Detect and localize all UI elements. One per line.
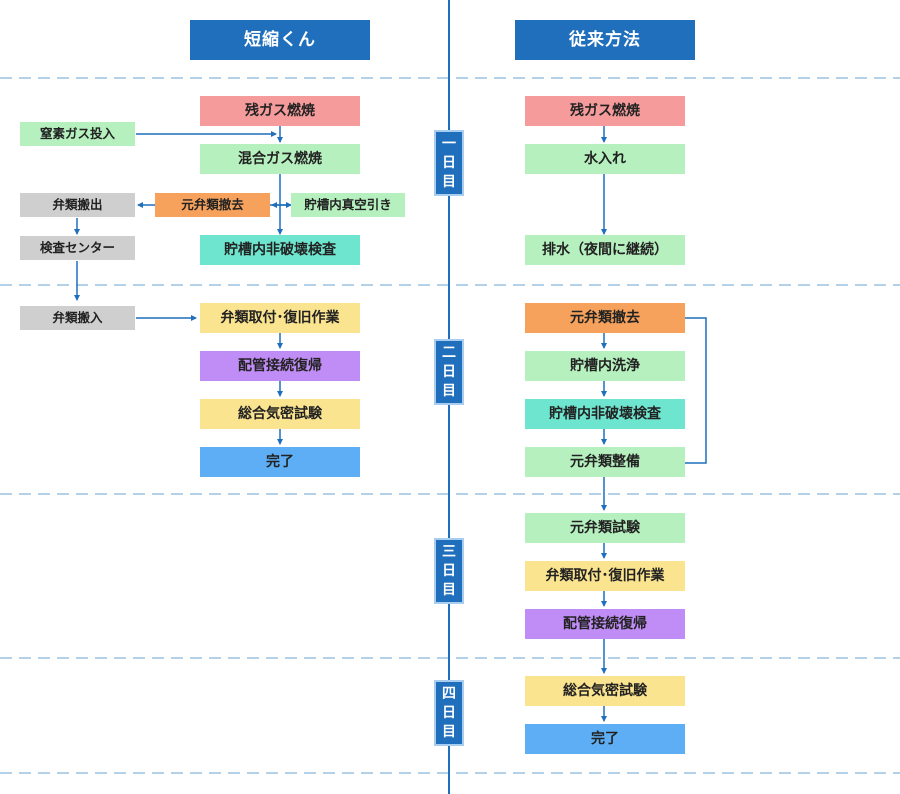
header-shortened-method: 短縮くん (190, 20, 370, 60)
left-valve-install: 弁類取付･復旧作業 (200, 303, 360, 333)
right-leak-test: 総合気密試験 (525, 676, 685, 706)
day-badge-1: 一日目 (434, 130, 464, 196)
left-residual-gas-burn: 残ガス燃焼 (200, 96, 360, 126)
right-complete: 完了 (525, 724, 685, 754)
right-valve-test: 元弁類試験 (525, 513, 685, 543)
right-drain: 排水（夜間に継続） (525, 235, 685, 265)
flow-arrows (74, 126, 607, 722)
right-residual-gas-burn: 残ガス燃焼 (525, 96, 685, 126)
left-nitrogen-input: 窒素ガス投入 (20, 122, 135, 146)
left-valve-carry-in: 弁類搬入 (20, 306, 135, 330)
right-piping-reconnect: 配管接続復帰 (525, 609, 685, 639)
left-leak-test: 総合気密試験 (200, 399, 360, 429)
left-vacuum: 貯槽内真空引き (291, 193, 405, 217)
left-inspection-center: 検査センター (20, 236, 135, 260)
left-complete: 完了 (200, 447, 360, 477)
right-tank-ndt: 貯槽内非破壊検査 (525, 399, 685, 429)
right-valve-removal: 元弁類撤去 (525, 303, 685, 333)
day-badge-3: 三日目 (434, 538, 464, 604)
left-valve-carry-out: 弁類搬出 (20, 193, 135, 217)
header-conventional-method: 従来方法 (515, 20, 695, 60)
left-piping-reconnect: 配管接続復帰 (200, 351, 360, 381)
repeat-bracket (685, 317, 707, 464)
right-water-fill: 水入れ (525, 144, 685, 174)
left-mixed-gas-burn: 混合ガス燃焼 (200, 144, 360, 174)
day-separators (0, 77, 900, 774)
left-valve-removal: 元弁類撤去 (155, 193, 270, 217)
day-badge-4: 四日目 (434, 680, 464, 746)
right-valve-service: 元弁類整備 (525, 447, 685, 477)
left-tank-ndt: 貯槽内非破壊検査 (200, 235, 360, 265)
day-badge-2: 二日目 (434, 339, 464, 405)
right-tank-wash: 貯槽内洗浄 (525, 351, 685, 381)
right-valve-install: 弁類取付･復旧作業 (525, 561, 685, 591)
